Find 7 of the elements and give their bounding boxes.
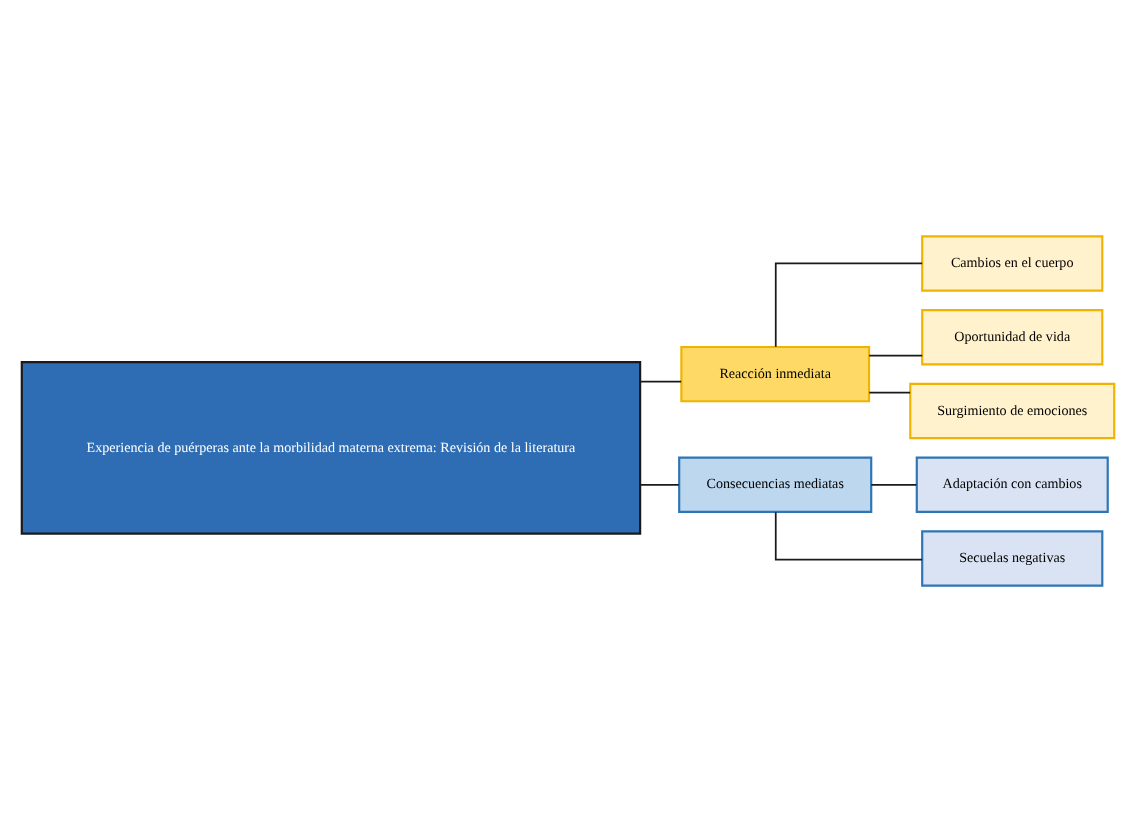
connector [870,482,918,485]
connector [639,379,683,382]
connector [639,482,680,485]
connector [868,353,924,356]
connector [774,510,924,560]
connector [774,261,924,347]
connector [868,390,911,393]
